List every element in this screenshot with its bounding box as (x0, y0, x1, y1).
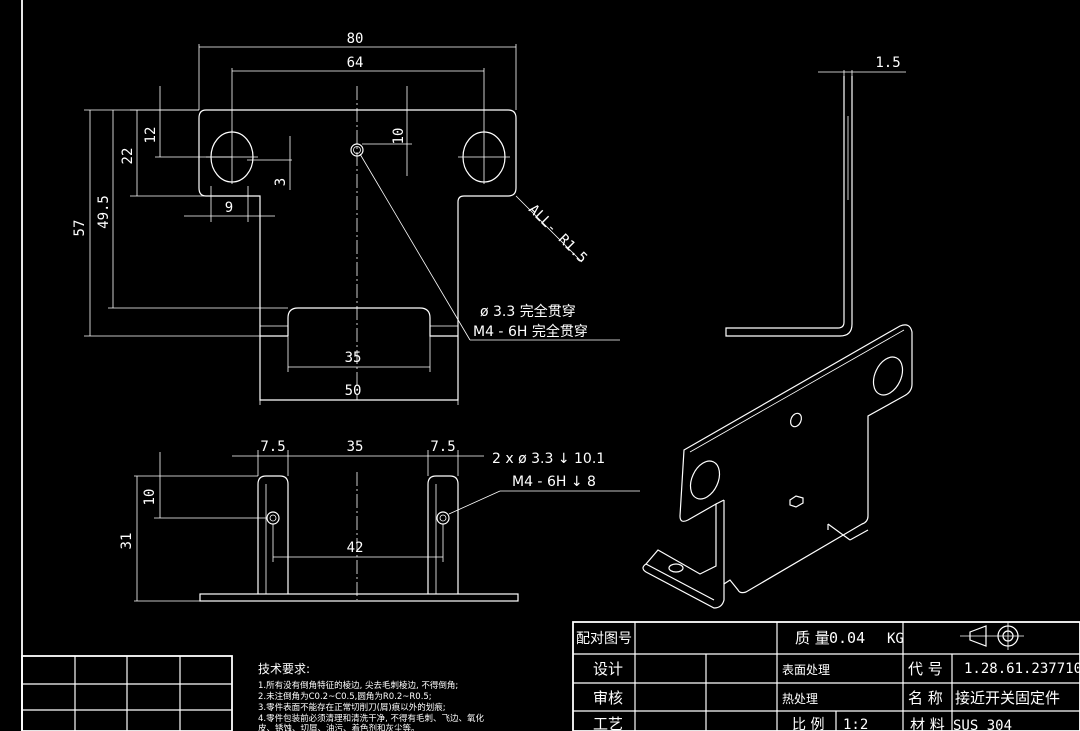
name-label: 名 称 (908, 689, 943, 707)
mass-value: 0.04 (829, 629, 865, 647)
scale-value: 1:2 (843, 717, 868, 731)
name-value: 接近开关固定件 (955, 689, 1060, 707)
dim-12: 12 (143, 127, 159, 144)
revision-grid (21, 655, 233, 731)
dim-thickness: 1.5 (875, 55, 900, 71)
dim-35-front: 35 (347, 439, 364, 455)
mass-unit: KG (887, 631, 904, 647)
material-label: 材 料 (910, 716, 945, 731)
dim-22: 22 (120, 148, 136, 165)
dim-9: 9 (225, 200, 233, 216)
fillet-note: ALL- R1.5 (525, 202, 590, 267)
heat-label: 热处理 (782, 692, 818, 706)
scale-label: 比 例 (792, 717, 824, 731)
tech-req-line: 皮、锈蚀、切屑、油污、着色剂和灰尘等。 (258, 723, 420, 731)
surface-label: 表面处理 (782, 663, 830, 677)
dim-64: 64 (347, 55, 364, 71)
code-label: 代 号 (908, 660, 943, 678)
drawing-no-label: 配对图号 (576, 631, 632, 647)
hole-note-2: M4 - 6H 完全贯穿 (473, 323, 588, 340)
dim-31: 31 (119, 533, 135, 550)
dim-57: 57 (72, 220, 88, 237)
review-label: 审核 (593, 689, 623, 707)
hole-note-1: ø 3.3 完全贯穿 (480, 303, 576, 320)
dim-10: 10 (391, 128, 407, 145)
dim-80: 80 (347, 31, 364, 47)
front-hole-note-1: 2 x ø 3.3 ↓ 10.1 (492, 451, 605, 467)
front-hole-note-2: M4 - 6H ↓ 8 (512, 474, 596, 490)
tech-req-line: 4.零件包装前必须清理和清洗干净, 不得有毛刺、飞边、氧化 (258, 713, 485, 724)
tech-req-title: 技术要求: (258, 662, 310, 676)
tech-req-line: 2.未注倒角为C0.2~C0.5,圆角为R0.2~R0.5; (258, 691, 432, 702)
side-view: 1.5 (725, 55, 906, 337)
dim-42: 42 (347, 540, 364, 556)
front-view: 7.5 35 7.5 10 31 42 2 x ø 3.3 ↓ 10.1 M4 … (119, 439, 640, 602)
code-value: 1.28.61.237710 (964, 661, 1080, 677)
dim-49-5: 49.5 (96, 195, 112, 229)
title-block: 配对图号 设计 审核 工艺 质 量 0.04 KG 表面处理 热处理 比 例 1… (572, 621, 1080, 731)
material-value: SUS 304 (953, 718, 1012, 731)
technical-requirements: 技术要求: 1.所有没有倒角特征的棱边, 尖去毛刺棱边, 不得倒角; 2.未注倒… (258, 662, 485, 731)
tech-req-line: 1.所有没有倒角特征的棱边, 尖去毛刺棱边, 不得倒角; (258, 680, 458, 691)
mass-label: 质 量 (795, 629, 830, 647)
isometric-view (642, 324, 913, 609)
dim-50: 50 (345, 383, 362, 399)
tech-req-line: 3.零件表面不能存在正常切削刀(屑)痕以外的划痕; (258, 702, 446, 713)
dim-7-5-left: 7.5 (260, 439, 285, 455)
process-label: 工艺 (593, 715, 623, 731)
dim-35: 35 (345, 350, 362, 366)
design-label: 设计 (593, 660, 623, 678)
top-view: 80 64 10 12 22 3 9 57 49.5 (72, 31, 620, 405)
dim-10-front: 10 (142, 489, 158, 506)
projection-symbol-icon (960, 622, 1024, 650)
dim-3: 3 (273, 178, 289, 186)
dim-7-5-right: 7.5 (430, 439, 455, 455)
